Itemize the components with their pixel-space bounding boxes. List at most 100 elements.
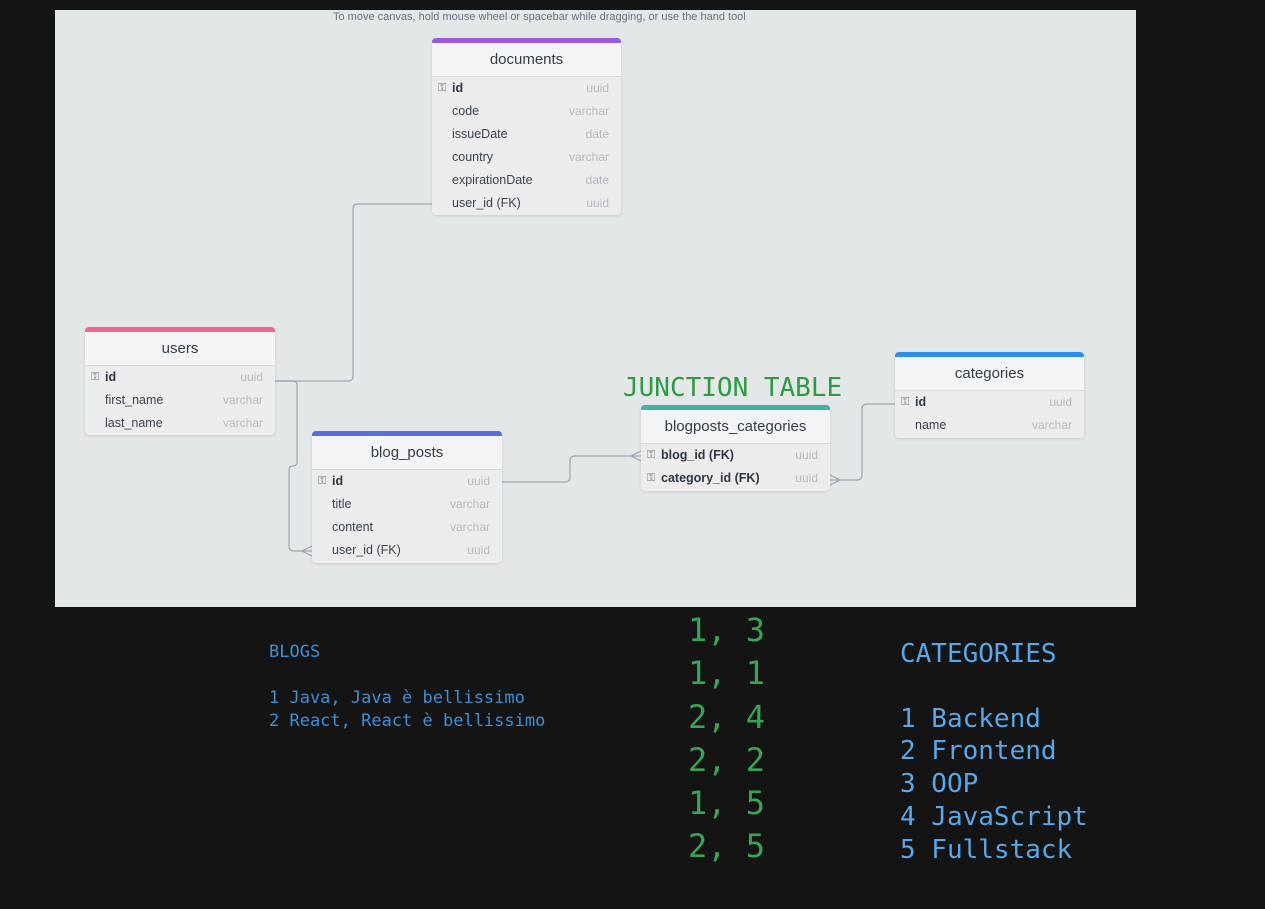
field-name: country (452, 150, 493, 164)
table-color-bar (312, 431, 502, 436)
field-row[interactable]: user_id (FK) uuid (312, 539, 502, 562)
field-row[interactable]: ⚿ id uuid (85, 366, 275, 389)
field-name: expirationDate (452, 173, 533, 187)
junction-pairs-note: 1, 3 1, 1 2, 4 2, 2 1, 5 2, 5 (688, 609, 765, 869)
field-row[interactable]: content varchar (312, 516, 502, 539)
field-type: varchar (449, 520, 490, 534)
junction-table-label: JUNCTION TABLE (623, 373, 843, 403)
diagram-canvas[interactable]: To move canvas, hold mouse wheel or spac… (55, 10, 1136, 607)
field-type: uuid (467, 474, 490, 488)
categories-heading: CATEGORIES (900, 639, 1057, 669)
field-type: uuid (1049, 395, 1072, 409)
field-row[interactable]: ⚿ id uuid (895, 391, 1084, 414)
field-type: varchar (568, 150, 609, 164)
field-name: user_id (FK) (332, 543, 401, 557)
field-type: varchar (449, 497, 490, 511)
blog-item: 1 Java, Java è bellissimo (269, 688, 525, 708)
table-title: users (85, 332, 275, 366)
category-item: 2 Frontend (900, 736, 1057, 767)
pair-item: 2, 4 (688, 697, 766, 736)
field-row[interactable]: last_name varchar (85, 412, 275, 435)
crowfoot-blogposts (300, 545, 313, 557)
key-icon: ⚿ (91, 371, 100, 383)
field-row[interactable]: ⚿ category_id (FK) uuid (641, 467, 830, 490)
field-type: uuid (586, 196, 609, 210)
field-type: varchar (222, 393, 263, 407)
field-row[interactable]: first_name varchar (85, 389, 275, 412)
field-type: date (585, 127, 609, 141)
table-documents[interactable]: documents ⚿ id uuid code varchar issueDate d… (432, 38, 621, 215)
table-title: blog_posts (312, 436, 502, 470)
field-row[interactable]: country varchar (432, 146, 621, 169)
edge-users-documents (275, 203, 432, 382)
blogs-heading: BLOGS (269, 642, 321, 662)
table-blogposts-categories[interactable]: blogposts_categories ⚿ blog_id (FK) uuid ⚿… (641, 405, 830, 491)
field-name: user_id (FK) (452, 196, 521, 210)
relationship-lines (275, 203, 895, 557)
table-title: documents (432, 43, 621, 77)
field-type: uuid (795, 448, 818, 462)
table-color-bar (85, 327, 275, 332)
field-name: blog_id (FK) (661, 448, 734, 462)
blog-item: 2 React, React è bellissimo (269, 711, 546, 731)
crowfoot-junction-category (829, 474, 842, 486)
pair-item: 1, 3 (688, 611, 766, 649)
key-icon: ⚿ (438, 82, 447, 94)
edge-users-blogposts (275, 380, 312, 552)
field-name: category_id (FK) (661, 471, 760, 485)
category-item: 5 Fullstack (900, 834, 1073, 865)
key-icon: ⚿ (318, 475, 327, 487)
field-row[interactable]: code varchar (432, 100, 621, 123)
table-color-bar (641, 405, 830, 410)
field-row[interactable]: ⚿ blog_id (FK) uuid (641, 444, 830, 467)
key-icon: ⚿ (647, 449, 656, 461)
field-row[interactable]: ⚿ id uuid (432, 77, 621, 100)
pair-item: 2, 2 (688, 740, 766, 779)
crowfoot-junction-blog (629, 450, 642, 462)
field-name: code (452, 104, 480, 118)
field-type: varchar (1031, 418, 1072, 432)
pair-item: 1, 1 (688, 654, 766, 693)
field-type: date (585, 173, 609, 187)
key-icon: ⚿ (647, 472, 656, 484)
field-type: uuid (586, 81, 609, 95)
table-blog-posts[interactable]: blog_posts ⚿ id uuid title varchar content v… (312, 431, 502, 563)
key-icon: ⚿ (901, 396, 910, 408)
field-row[interactable]: ⚿ id uuid (312, 470, 502, 493)
field-name: name (915, 418, 947, 432)
field-name: id (915, 395, 927, 409)
category-item: 1 Backend (900, 703, 1041, 734)
field-name: last_name (105, 416, 163, 430)
field-name: title (332, 497, 352, 511)
field-row[interactable]: issueDate date (432, 123, 621, 146)
pair-item: 1, 5 (688, 784, 766, 823)
field-name: id (105, 370, 117, 384)
field-row[interactable]: expirationDate date (432, 169, 621, 192)
field-row[interactable]: title varchar (312, 493, 502, 516)
field-name: id (332, 474, 344, 488)
blogs-note: BLOGS 1 Java, Java è bellissimo 2 React, R… (269, 641, 545, 733)
pair-item: 2, 5 (688, 827, 766, 866)
table-categories[interactable]: categories ⚿ id uuid name varchar (895, 352, 1084, 438)
field-type: uuid (795, 471, 818, 485)
table-title: categories (895, 357, 1084, 391)
canvas-hint: To move canvas, hold mouse wheel or spac… (333, 11, 746, 23)
field-type: uuid (240, 370, 263, 384)
field-name: content (332, 520, 374, 534)
category-item: 4 JavaScript (900, 801, 1088, 832)
table-color-bar (895, 352, 1084, 357)
field-type: varchar (568, 104, 609, 118)
field-name: id (452, 81, 464, 95)
edge-categories-junction (830, 403, 895, 481)
field-type: varchar (222, 416, 263, 430)
table-color-bar (432, 38, 621, 43)
category-item: 3 OOP (900, 769, 979, 800)
table-title: blogposts_categories (641, 410, 830, 444)
field-type: uuid (467, 543, 490, 557)
field-name: issueDate (452, 127, 508, 141)
field-row[interactable]: name varchar (895, 414, 1084, 437)
field-name: first_name (105, 393, 164, 407)
field-row[interactable]: user_id (FK) uuid (432, 192, 621, 215)
